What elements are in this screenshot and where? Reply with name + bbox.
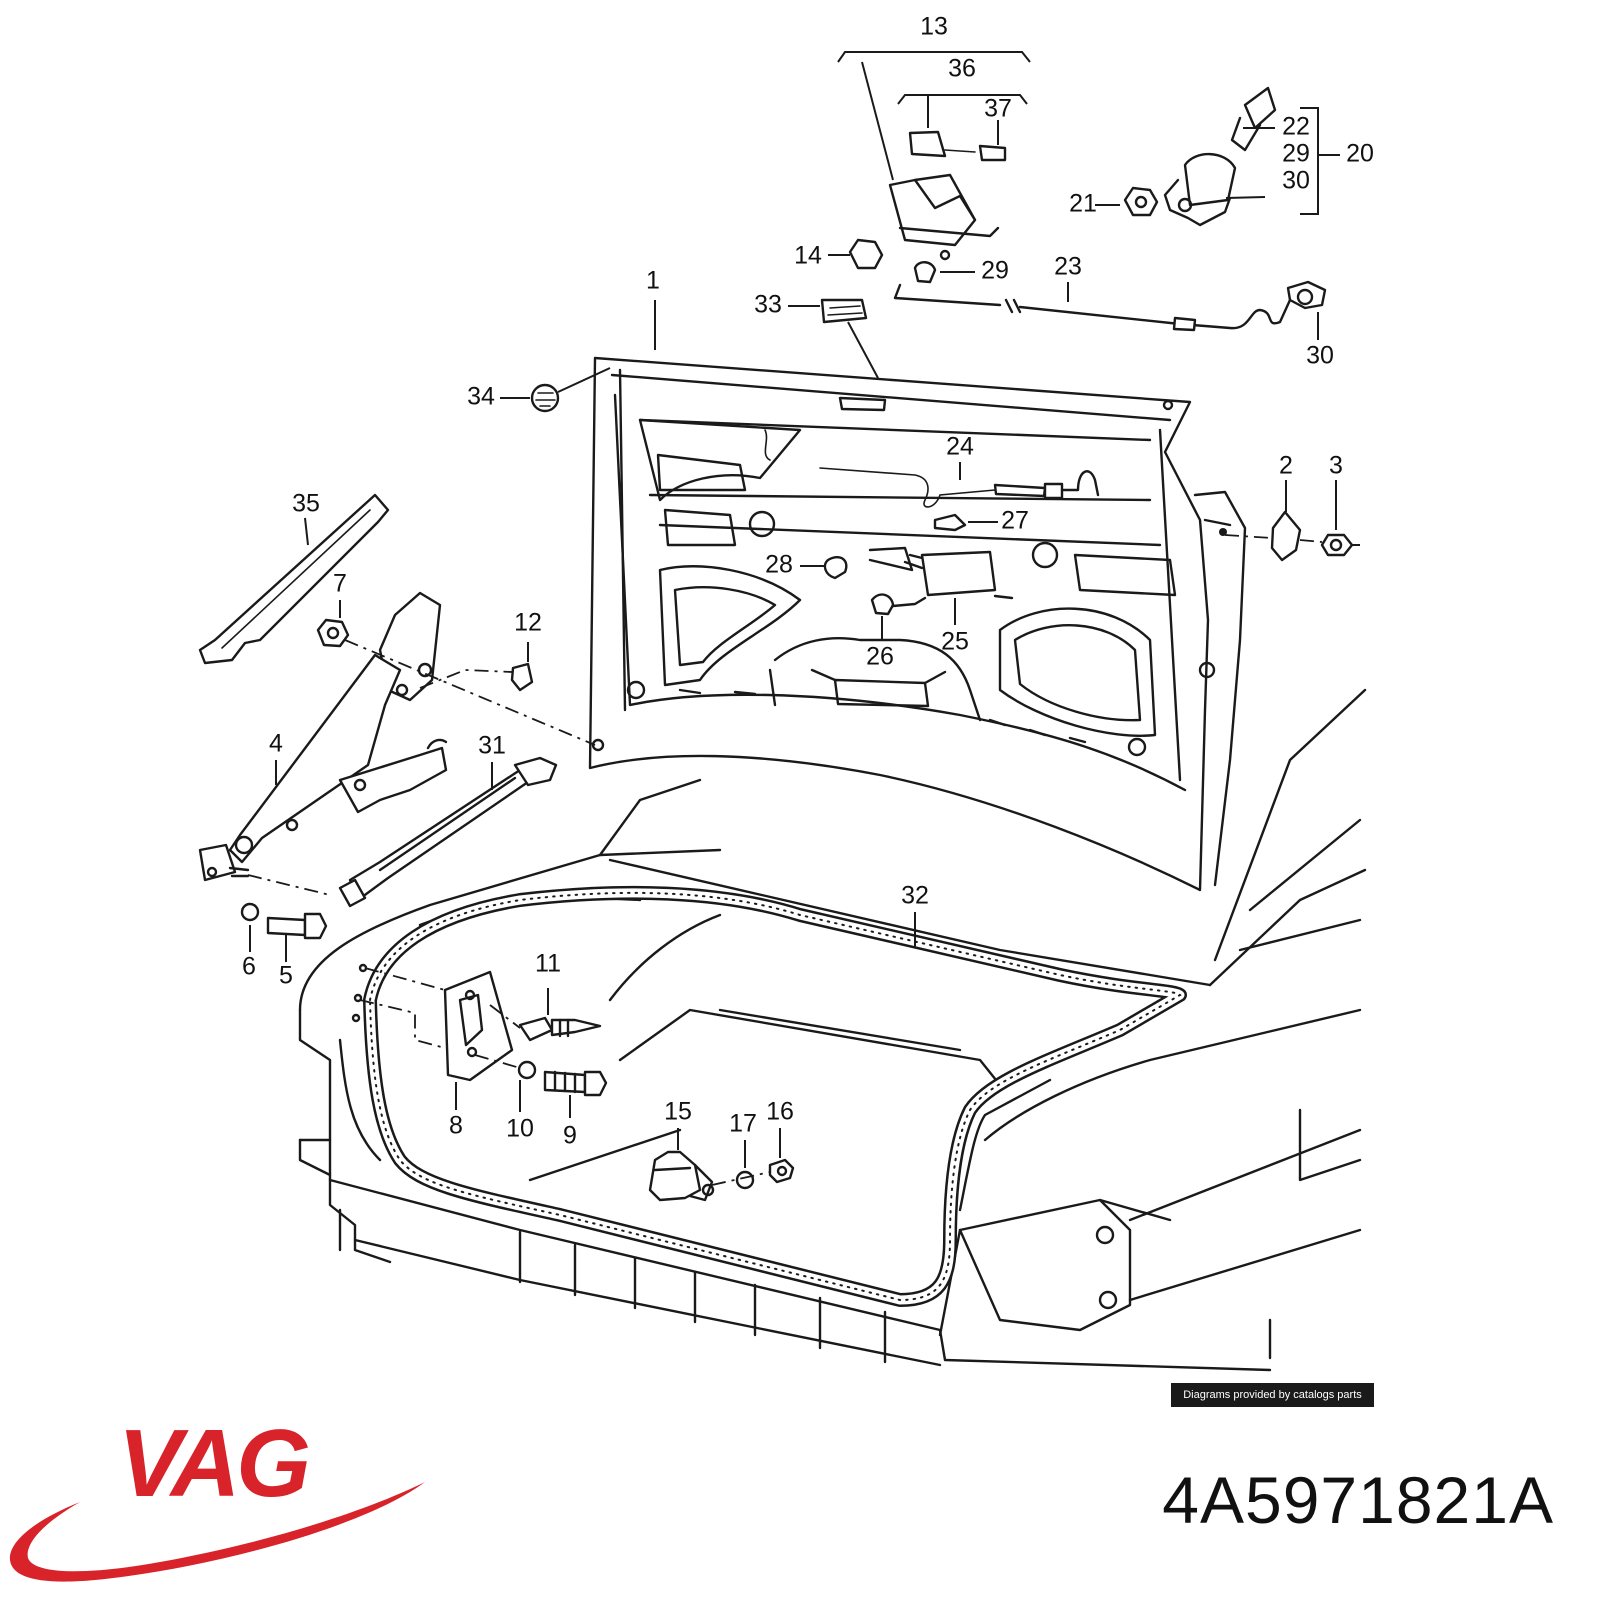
callout-26: 26 <box>866 643 894 671</box>
callout-4: 4 <box>269 730 283 758</box>
callout-36: 36 <box>948 55 976 83</box>
callout-20: 20 <box>1346 140 1374 168</box>
callout-22: 22 <box>1282 113 1310 141</box>
credit-badge: Diagrams provided by catalogs parts <box>1171 1383 1374 1407</box>
callout-1: 1 <box>646 267 660 295</box>
latch-assembly <box>648 1128 795 1202</box>
callout-9: 9 <box>563 1122 577 1150</box>
callout-2: 2 <box>1279 452 1293 480</box>
gas-strut-31 <box>338 756 558 908</box>
callout-32: 32 <box>901 882 929 910</box>
callout-27: 27 <box>1001 507 1029 535</box>
callout-37: 37 <box>984 95 1012 123</box>
callout-labels: 1 2 3 4 5 6 7 8 9 10 11 12 13 14 15 16 1… <box>242 13 1374 1150</box>
callout-35: 35 <box>292 490 320 518</box>
callout-31: 31 <box>478 732 506 760</box>
callout-7: 7 <box>333 570 347 598</box>
callout-30-lock: 30 <box>1282 167 1310 195</box>
hinge-4 <box>198 591 448 882</box>
release-rod <box>893 280 1327 340</box>
callout-33: 33 <box>754 291 782 319</box>
callout-30-rod: 30 <box>1306 342 1334 370</box>
hinge-strap-35 <box>198 493 390 665</box>
callout-14: 14 <box>794 242 822 270</box>
logo-wordmark: VAG <box>118 1410 308 1517</box>
callout-25: 25 <box>941 628 969 656</box>
lock-mechanism <box>828 51 1031 284</box>
callout-6: 6 <box>242 953 256 981</box>
callout-15: 15 <box>664 1098 692 1126</box>
callout-11: 11 <box>535 950 561 978</box>
callout-28: 28 <box>765 551 793 579</box>
callout-12: 12 <box>514 609 542 637</box>
trunk-gutter-right <box>1193 490 1247 887</box>
callout-13: 13 <box>920 13 948 41</box>
car-body-outline <box>298 688 1367 1372</box>
trunk-lid <box>588 356 1216 892</box>
vag-logo: VAG <box>9 1410 426 1582</box>
logo-swoosh <box>9 1482 426 1582</box>
callout-17: 17 <box>729 1110 757 1138</box>
callout-34: 34 <box>467 383 495 411</box>
rubber-bumpers <box>500 298 879 413</box>
callout-16: 16 <box>766 1098 794 1126</box>
callout-5: 5 <box>279 962 293 990</box>
striker-assembly <box>359 967 608 1118</box>
callout-21: 21 <box>1069 190 1097 218</box>
side-bracket <box>1224 480 1360 562</box>
callout-29-lock: 29 <box>1282 140 1310 168</box>
trunk-seal <box>363 885 1187 1307</box>
callout-10: 10 <box>506 1115 534 1143</box>
callout-23: 23 <box>1054 253 1082 281</box>
callout-29-mech: 29 <box>981 257 1009 285</box>
central-locking-actuator <box>800 462 1100 640</box>
part-number: 4A5971821A <box>1162 1463 1554 1537</box>
callout-8: 8 <box>449 1112 463 1140</box>
callout-24: 24 <box>946 433 974 461</box>
callout-3: 3 <box>1329 452 1343 480</box>
lock-cylinder-assembly <box>1095 86 1340 227</box>
hinge-fasteners <box>240 600 596 962</box>
